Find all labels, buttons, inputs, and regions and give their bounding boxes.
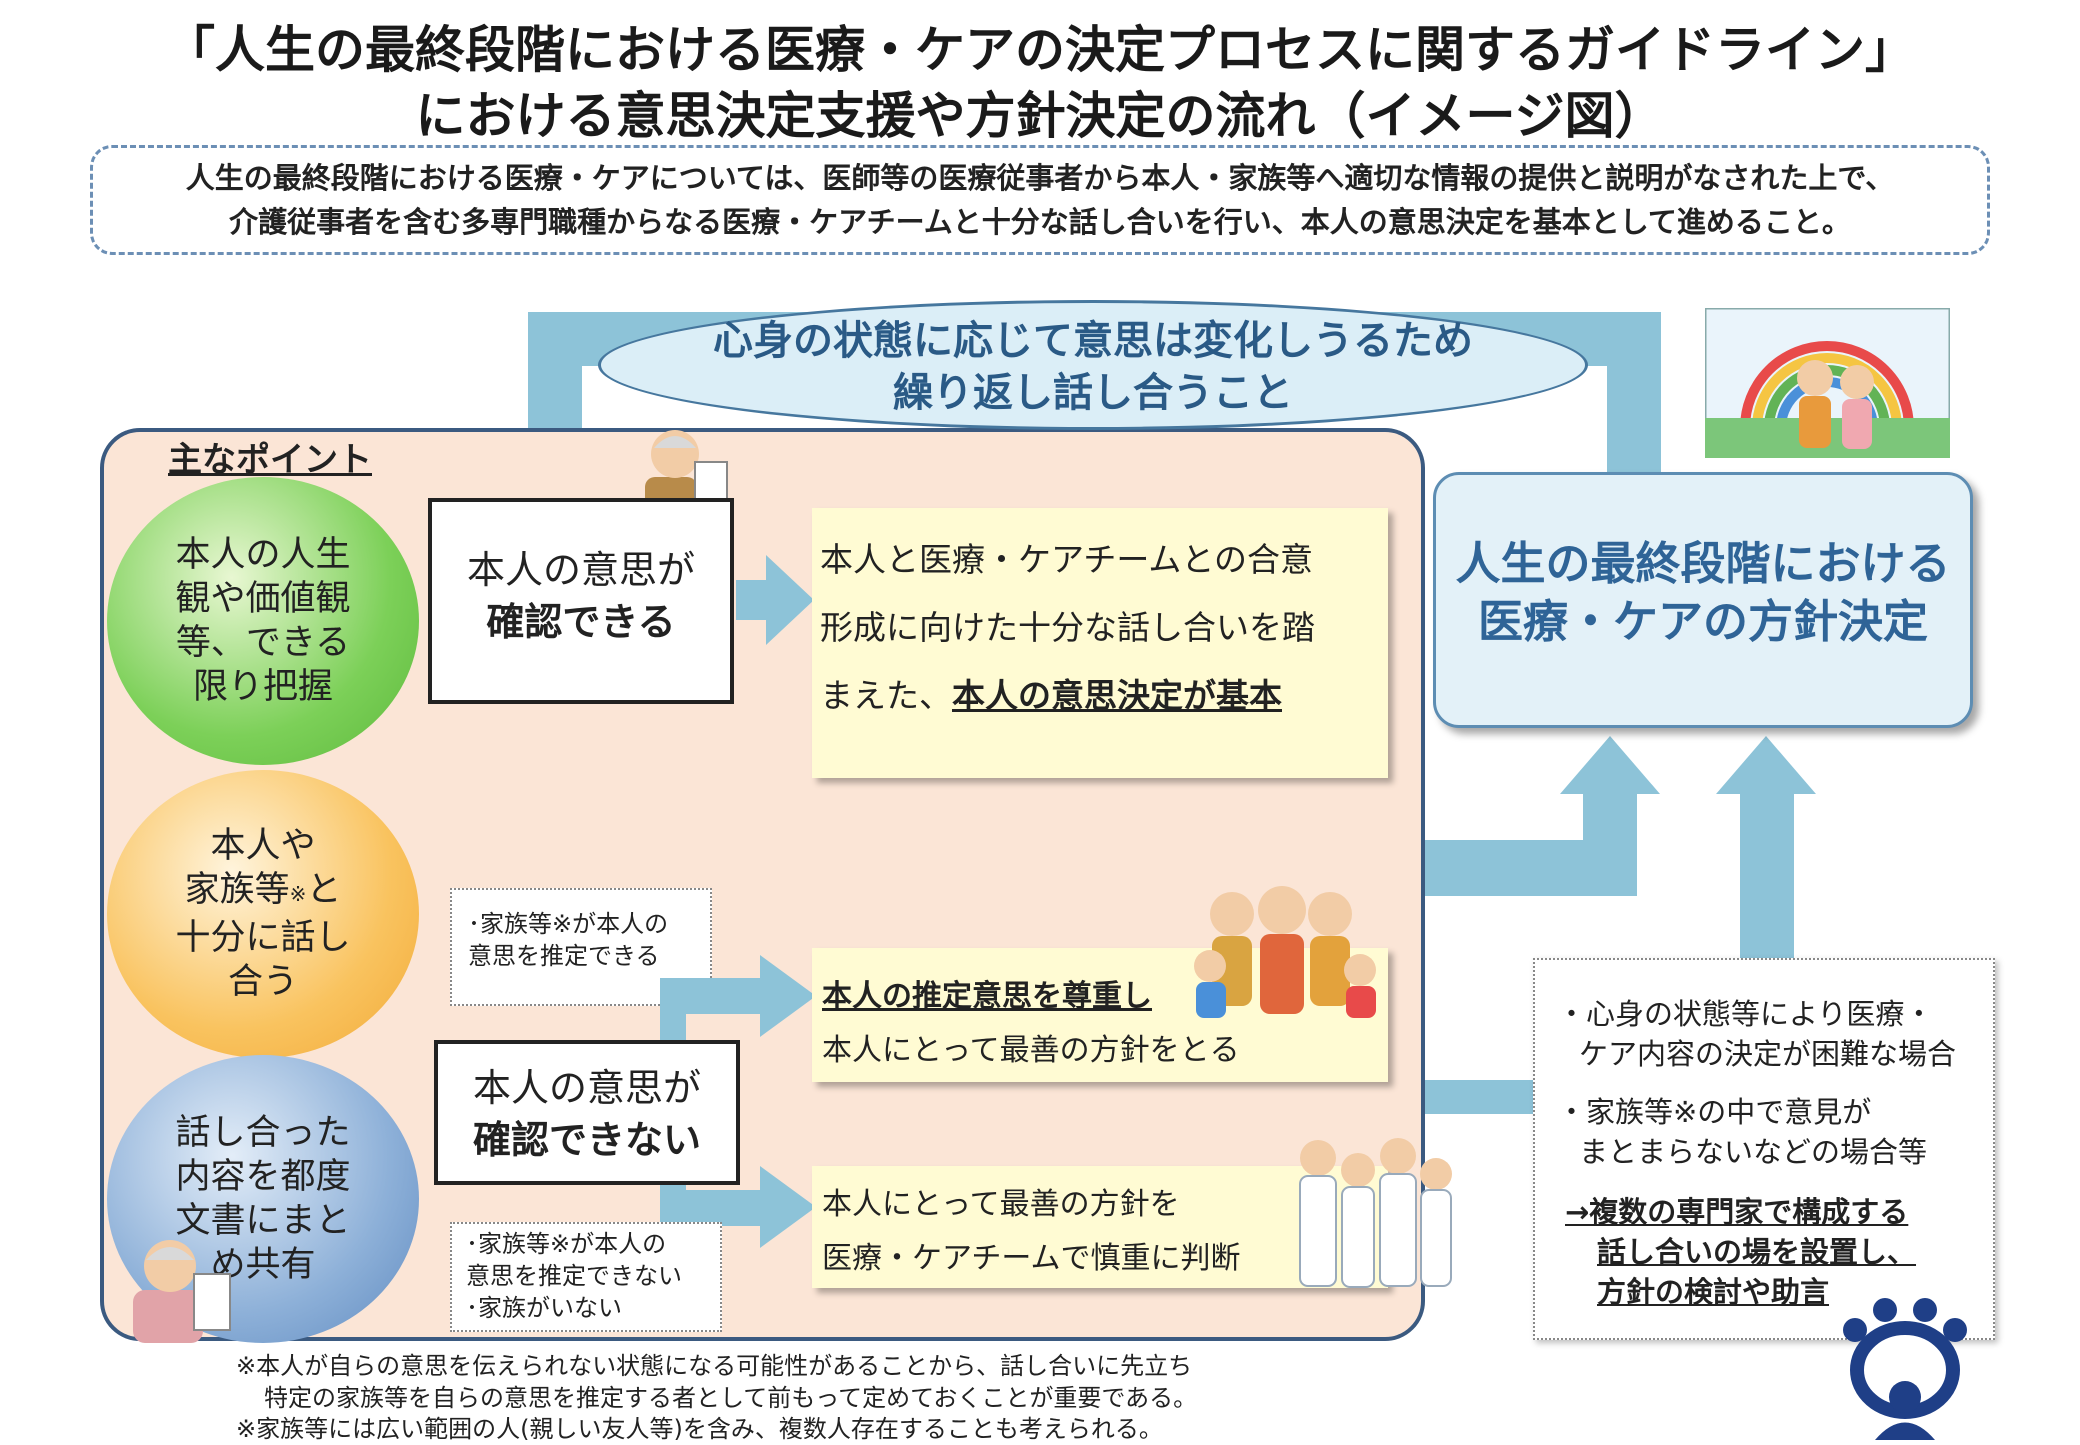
decision-basic-line3: まえた、本人の意思決定が基本 — [820, 676, 1282, 715]
best-policy-line1: 本人にとって最善の方針を — [822, 1187, 1180, 1222]
cycle-line2: 繰り返し話し合うこと — [893, 370, 1293, 416]
point2-line: 十分に話し — [175, 918, 351, 958]
note-cannot-estimate: ･家族等※が本人の 意思を推定できない ･家族がいない — [450, 1222, 722, 1332]
confirmable-line1: 本人の意思が — [466, 548, 695, 592]
point1-line: 等、できる — [175, 623, 351, 663]
arrow-right-best — [760, 1166, 816, 1248]
flow-up-right-shaft — [1740, 790, 1794, 960]
final-decision-line2: 医療・ケアの方針決定 — [1477, 595, 1928, 648]
medical-team-illustration — [1299, 1138, 1452, 1288]
note-line: 意思を推定できる — [468, 942, 660, 970]
flow-up-left-shaft — [1583, 790, 1637, 896]
not-confirmable-line1: 本人の意思が — [472, 1066, 701, 1110]
presumed-line2: 本人にとって最善の方針をとる — [822, 1033, 1240, 1068]
note-line: ･家族等※が本人の — [466, 1230, 667, 1258]
page-title-line1: 「人生の最終段階における医療・ケアの決定プロセスに関するガイドライン」 — [165, 21, 1915, 79]
flow-up-left-head — [1560, 736, 1660, 794]
point2-line: 合う — [227, 962, 298, 1002]
summary-line1: 人生の最終段階における医療・ケアについては、医師等の医療従事者から本人・家族等へ… — [185, 161, 1895, 195]
decision-basic-box: 本人と医療・ケアチームとの合意 形成に向けた十分な話し合いを踏 まえた、本人の意… — [812, 508, 1388, 778]
difficult-b2-line2: まとまらないなどの場合等 — [1579, 1135, 1928, 1169]
point-circle-3: 話し合った 内容を都度 文書にまと め共有 — [107, 1055, 419, 1343]
point3-line: 内容を都度 — [175, 1157, 351, 1197]
summary-box: 人生の最終段階における医療・ケアについては、医師等の医療従事者から本人・家族等へ… — [90, 145, 1990, 255]
cycle-ellipse: 心身の状態に応じて意思は変化しうるため 繰り返し話し合うこと — [598, 300, 1588, 430]
cycle-arrow-right-shaft — [1607, 312, 1661, 477]
confirmable-box: 本人の意思が 確認できる — [428, 498, 734, 704]
decision-basic-line1: 本人と医療・ケアチームとの合意 — [820, 540, 1314, 579]
rainbow-window-illustration — [1705, 308, 1950, 458]
family-illustration — [1194, 886, 1376, 1018]
difficult-b1-line1: ・心身の状態等により医療・ — [1557, 997, 1934, 1031]
difficult-r-line2: 話し合いの場を設置し、 — [1597, 1235, 1917, 1269]
point3-line: 文書にまと — [175, 1201, 351, 1241]
footnote-3: ※家族等には広い範囲の人(親しい友人等)を含み、複数人存在することも考えられる。 — [236, 1415, 1163, 1443]
footnote-2: 特定の家族等を自らの意思を推定する者として前もって定めておくことが重要である。 — [264, 1384, 1198, 1412]
note-line: 意思を推定できない — [466, 1262, 682, 1290]
summary-line2: 介護従事者を含む多専門職種からなる医療・ケアチームと十分な話し合いを行い、本人の… — [229, 205, 1851, 239]
best-policy-line2: 医療・ケアチームで慎重に判断 — [822, 1241, 1241, 1276]
meeting-table-illustration — [1843, 1298, 1967, 1440]
difficult-r-line3: 方針の検討や助言 — [1597, 1275, 1830, 1309]
note-line: ･家族等※が本人の — [468, 910, 669, 938]
connector-best — [660, 1190, 768, 1226]
presumed-line1: 本人の推定意思を尊重し — [822, 979, 1152, 1014]
point1-line: 限り把握 — [192, 667, 333, 707]
flow-up-right-head — [1716, 736, 1816, 794]
final-decision-box: 人生の最終段階における 医療・ケアの方針決定 — [1433, 472, 1973, 728]
elderly-man-reading-illustration — [133, 1240, 231, 1343]
best-policy-box: 本人にとって最善の方針を 医療・ケアチームで慎重に判断 — [812, 1166, 1388, 1288]
point2-line: 本人や — [210, 826, 316, 866]
points-heading: 主なポイント — [168, 440, 372, 480]
decision-basic-line2: 形成に向けた十分な話し合いを踏 — [820, 608, 1315, 647]
note-line: ･家族がいない — [466, 1294, 622, 1322]
confirmable-line2: 確認できる — [486, 600, 676, 644]
arrow-right-presumed — [760, 955, 816, 1037]
difficult-b2-line1: ・家族等※の中で意見が — [1557, 1095, 1872, 1129]
point-circle-2: 本人や 家族等※と 十分に話し 合う — [107, 770, 419, 1058]
difficult-r-line1: →複数の専門家で構成する — [1565, 1195, 1909, 1229]
difficult-cases-box: ・心身の状態等により医療・ ケア内容の決定が困難な場合 ・家族等※の中で意見が … — [1533, 958, 1995, 1340]
cycle-line1: 心身の状態に応じて意思は変化しうるため — [713, 318, 1473, 364]
point1-line: 本人の人生 — [175, 535, 351, 575]
arrow-right-confirmable — [736, 555, 814, 645]
note-can-estimate: ･家族等※が本人の 意思を推定できる — [450, 888, 712, 1006]
final-decision-line1: 人生の最終段階における — [1455, 537, 1951, 590]
not-confirmable-box: 本人の意思が 確認できない — [434, 1040, 740, 1185]
point1-line: 観や価値観 — [175, 579, 351, 619]
flow-bar-to-difficult — [1425, 1080, 1543, 1114]
point-circle-1: 本人の人生 観や価値観 等、できる 限り把握 — [107, 477, 419, 765]
point3-line: 話し合った — [175, 1113, 351, 1153]
not-confirmable-line2: 確認できない — [472, 1118, 701, 1162]
connector-presumed — [660, 978, 768, 1014]
footnote-1: ※本人が自らの意思を伝えられない状態になる可能性があることから、話し合いに先立ち — [236, 1352, 1193, 1380]
point2-line: 家族等※と — [184, 870, 342, 910]
page-title-line2: における意思決定支援や方針決定の流れ（イメージ図） — [415, 87, 1665, 145]
difficult-b1-line2: ケア内容の決定が困難な場合 — [1579, 1037, 1957, 1071]
